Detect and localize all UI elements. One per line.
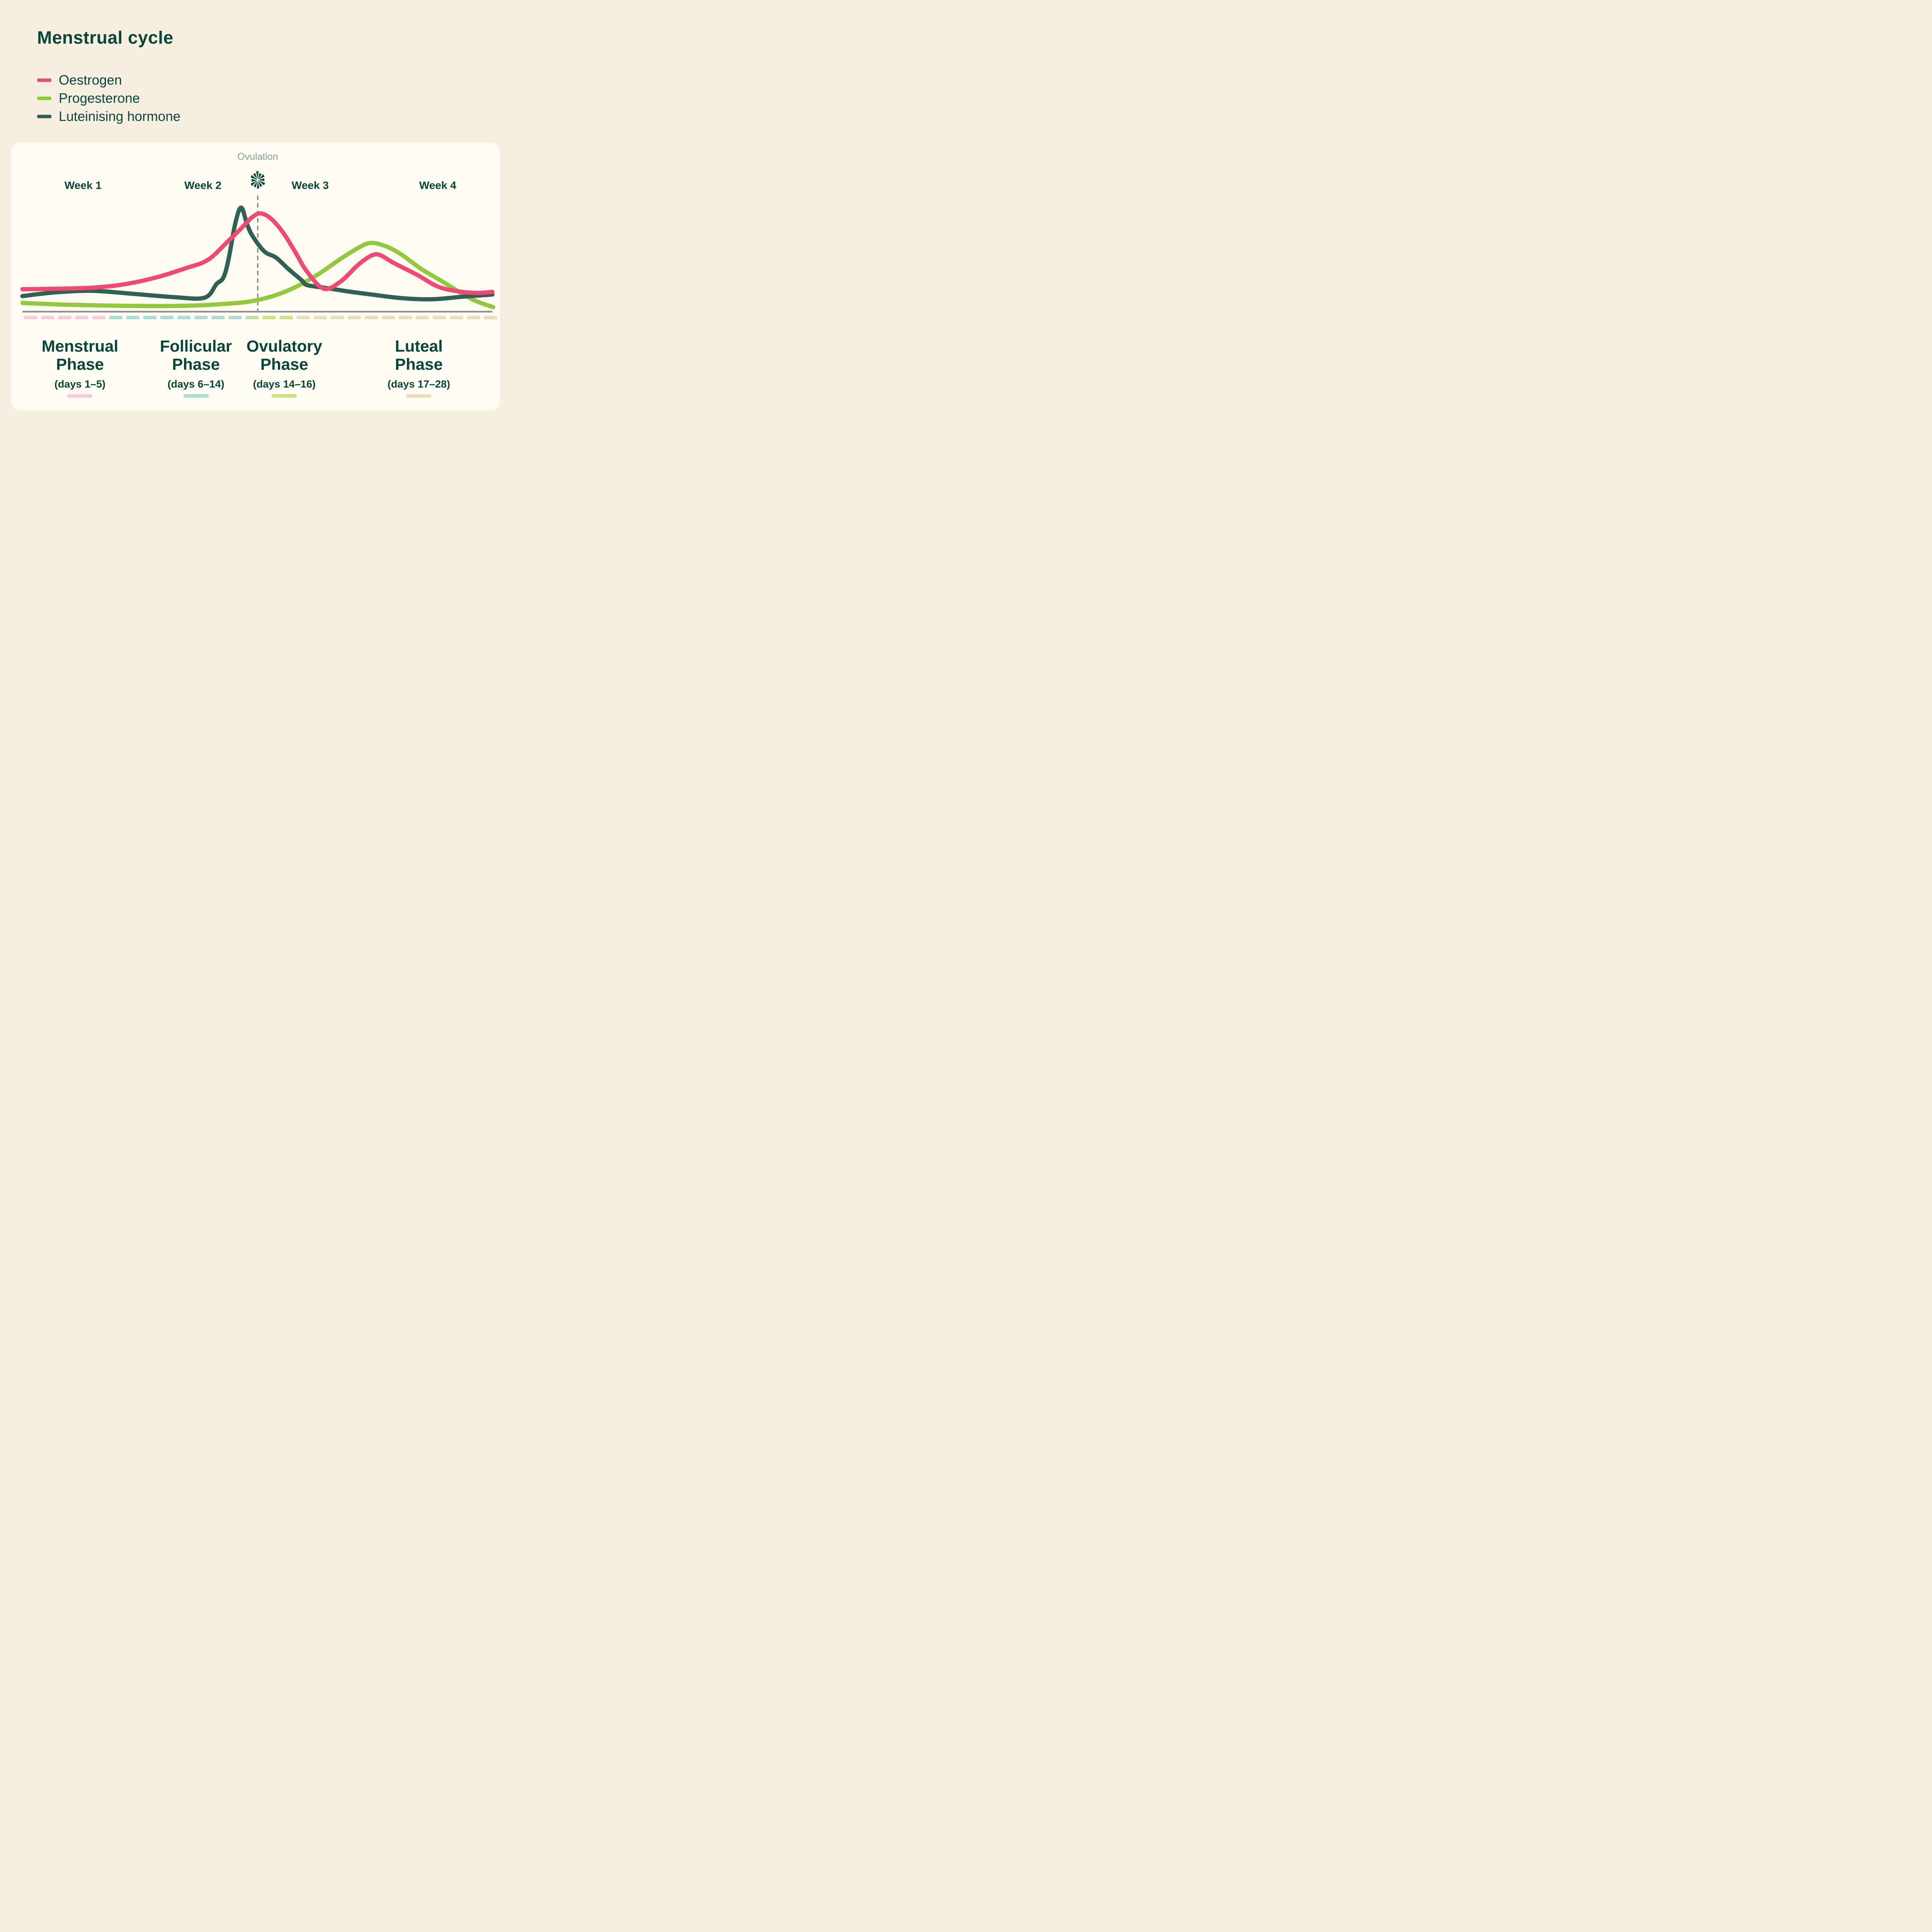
ovulation-label: Ovulation: [237, 151, 278, 162]
legend-item-luteinising-hormone: Luteinising hormone: [37, 107, 180, 126]
week-label-3: Week 3: [291, 179, 329, 191]
progesterone-color-swatch-icon: [37, 97, 51, 100]
week-label-2: Week 2: [184, 179, 222, 191]
luteinising-hormone-color-swatch-icon: [37, 115, 51, 118]
phase-days: (days 1–5): [54, 378, 105, 390]
legend-label: Luteinising hormone: [59, 109, 181, 124]
week-label-4: Week 4: [419, 179, 456, 191]
phase-days: (days 17–28): [387, 378, 450, 390]
legend: Oestrogen Progesterone Luteinising hormo…: [37, 71, 180, 126]
luteal-phase-swatch-icon: [406, 394, 432, 398]
week-label-1: Week 1: [64, 179, 102, 191]
oestrogen-color-swatch-icon: [37, 78, 51, 82]
phase-days: (days 14–16): [253, 378, 316, 390]
phase-title: Phase: [56, 355, 104, 373]
page-title: Menstrual cycle: [37, 27, 173, 48]
legend-item-progesterone: Progesterone: [37, 89, 180, 107]
phase-title: Phase: [395, 355, 443, 373]
phase-title: Luteal: [395, 337, 443, 355]
phase-title: Menstrual: [41, 337, 119, 355]
phase-block-follicular: Follicular Phase (days 6–14): [138, 337, 254, 398]
menstrual-phase-swatch-icon: [67, 394, 93, 398]
follicular-phase-swatch-icon: [183, 394, 209, 398]
phase-title: Phase: [172, 355, 220, 373]
phase-block-menstrual: Menstrual Phase (days 1–5): [22, 337, 138, 398]
phase-days: (days 6–14): [167, 378, 224, 390]
phase-block-luteal: Luteal Phase (days 17–28): [361, 337, 477, 398]
phase-title: Phase: [260, 355, 308, 373]
phase-block-ovulatory: Ovulatory Phase (days 14–16): [226, 337, 342, 398]
legend-label: Oestrogen: [59, 72, 122, 88]
ovulatory-phase-swatch-icon: [272, 394, 297, 398]
phase-title: Follicular: [160, 337, 232, 355]
legend-item-oestrogen: Oestrogen: [37, 71, 180, 89]
menstrual-cycle-infographic: Menstrual cycle Oestrogen Progesterone L…: [0, 0, 515, 442]
legend-label: Progesterone: [59, 90, 140, 106]
phase-title: Ovulatory: [246, 337, 322, 355]
